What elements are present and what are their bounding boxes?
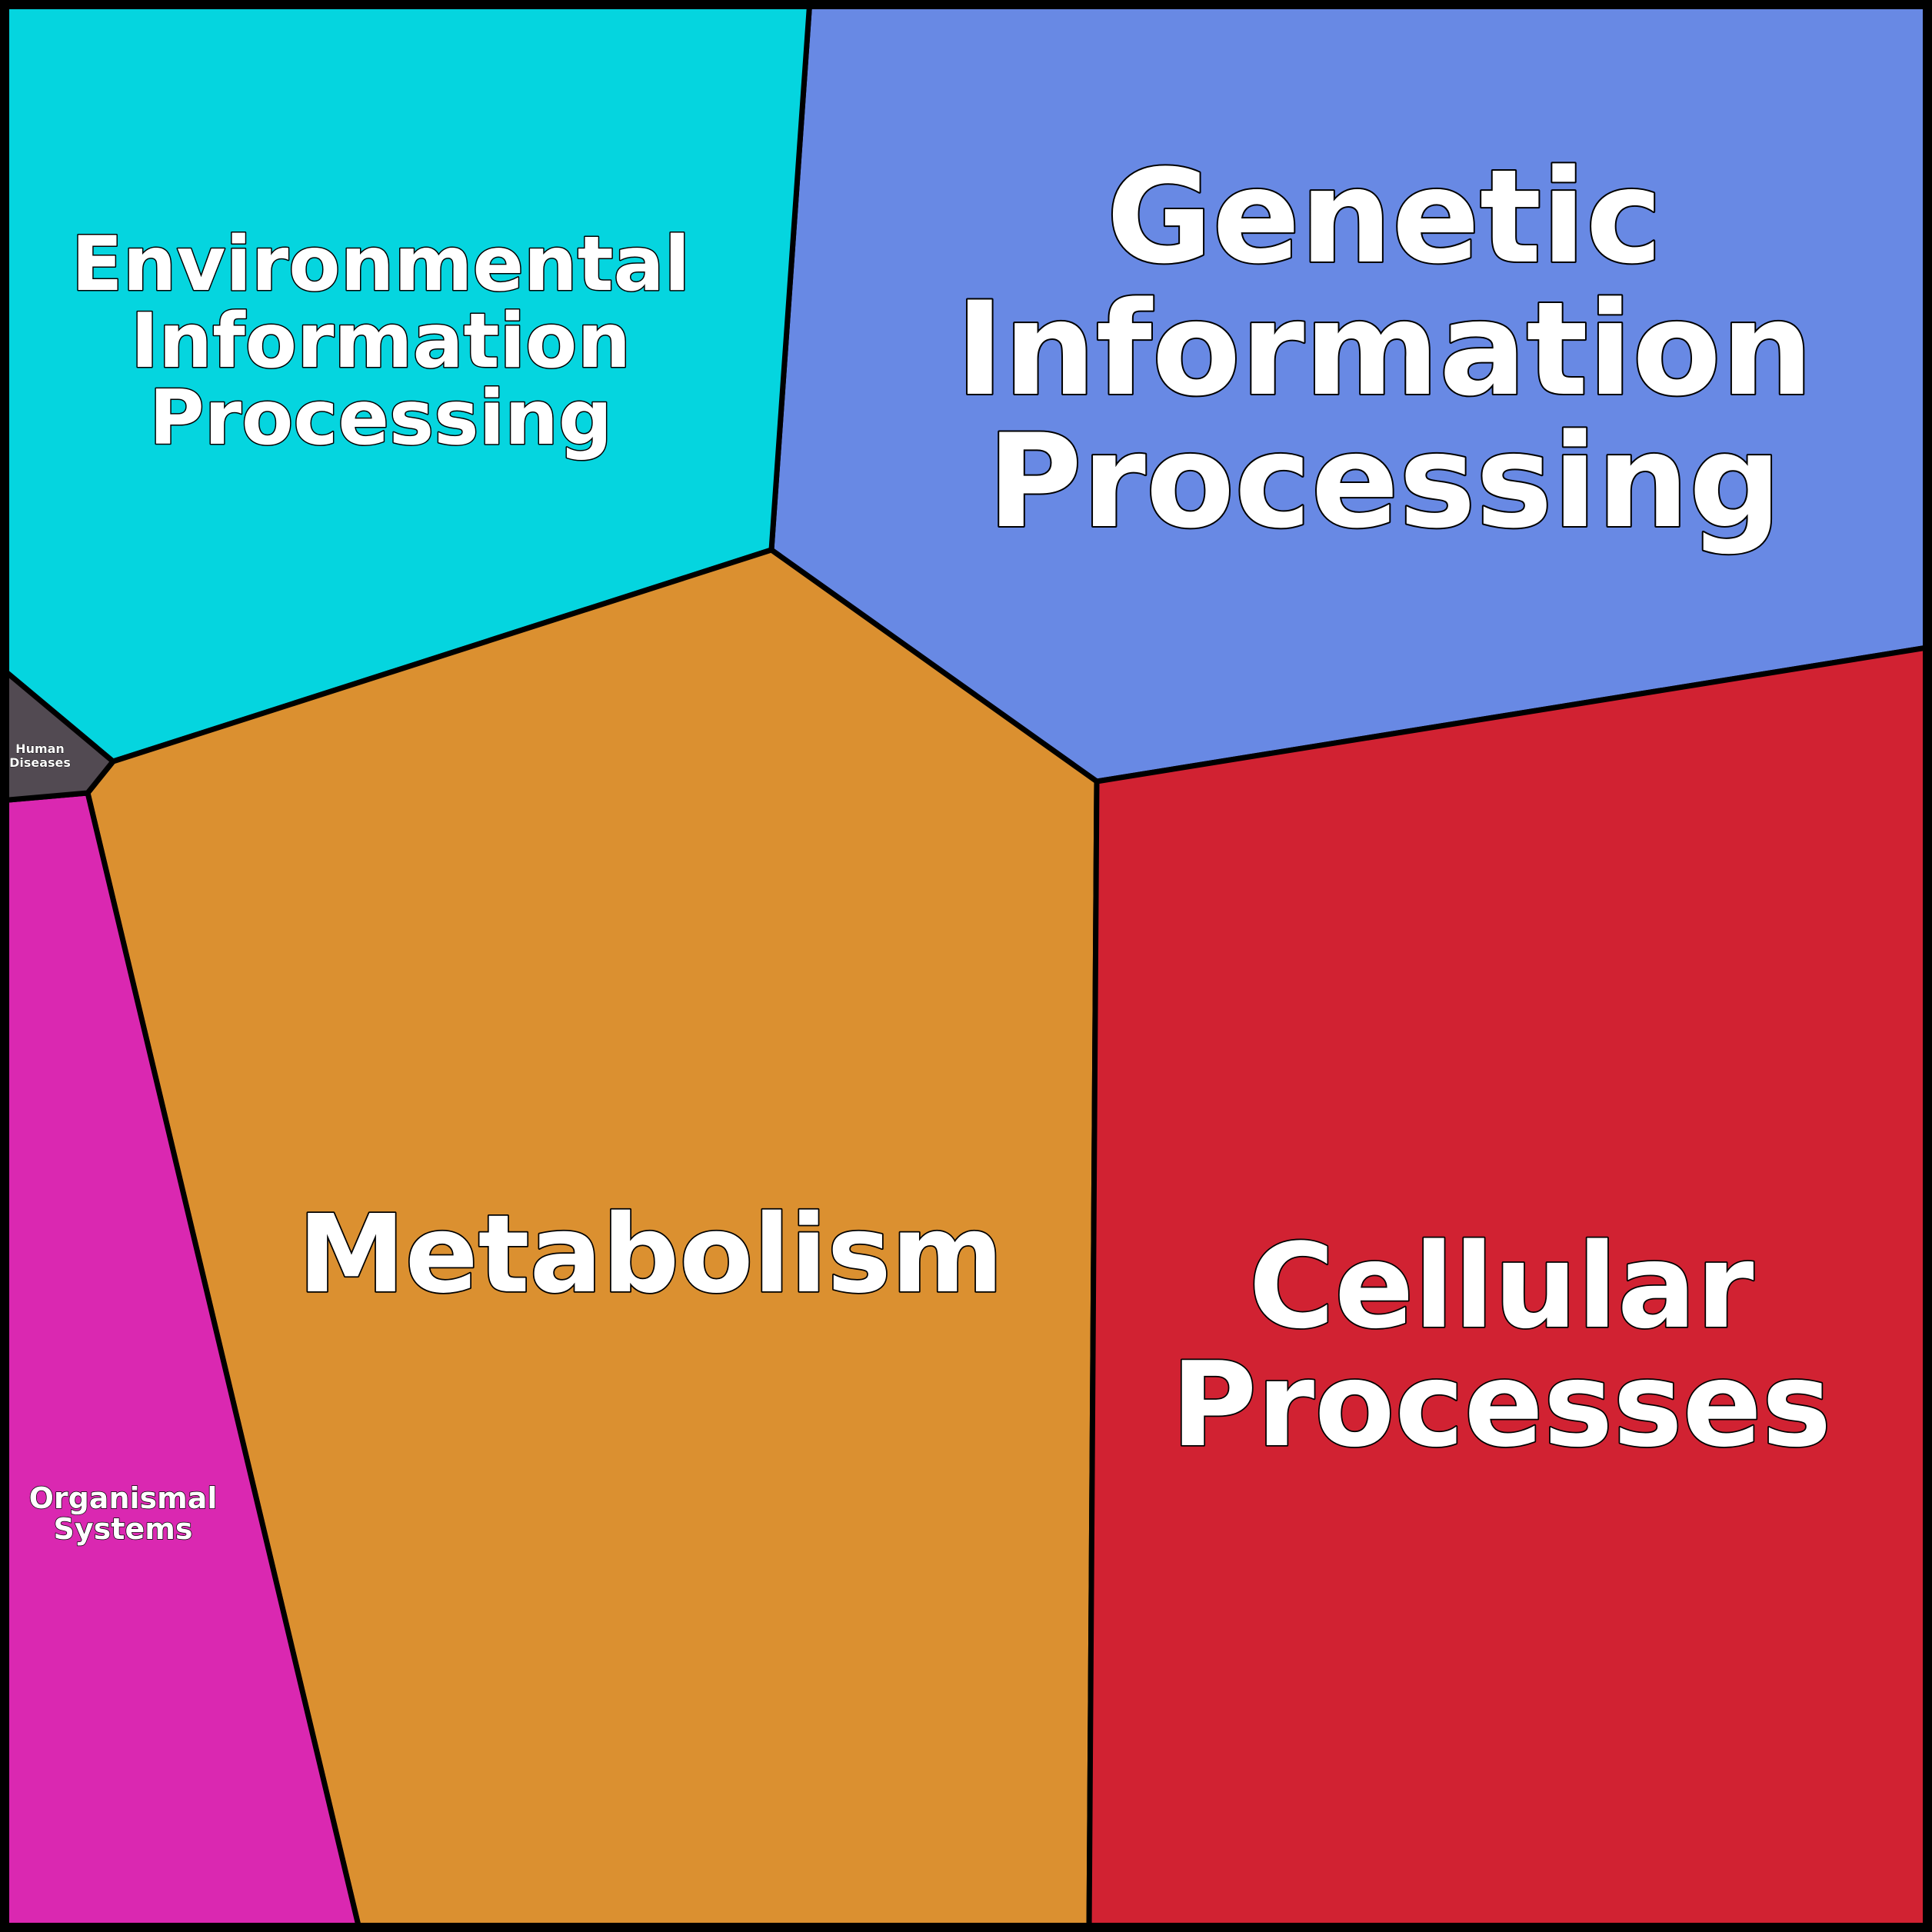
environmental-label-line: Information [131,298,631,385]
cellular-label-line: Cellular [1249,1218,1754,1354]
genetic-label-line: Genetic [1107,142,1663,292]
organismal-label-line: Systems [54,1512,193,1546]
cellular-label-line: Processes [1171,1337,1832,1473]
human-label-line: Human [15,741,65,756]
human-region [0,664,116,804]
cellular-region [1086,644,1932,1932]
environmental-label-line: Processing [149,375,612,462]
genetic-label-line: Processing [988,406,1781,557]
genetic-label-line: Information [956,274,1814,425]
environmental-label-line: Environmental [72,221,691,308]
organismal-label-line: Organismal [29,1481,218,1515]
metabolism-label-line: Metabolism [298,1192,1003,1317]
metabolism-label: Metabolism [298,1192,1003,1317]
human-label-line: Diseases [9,755,71,770]
